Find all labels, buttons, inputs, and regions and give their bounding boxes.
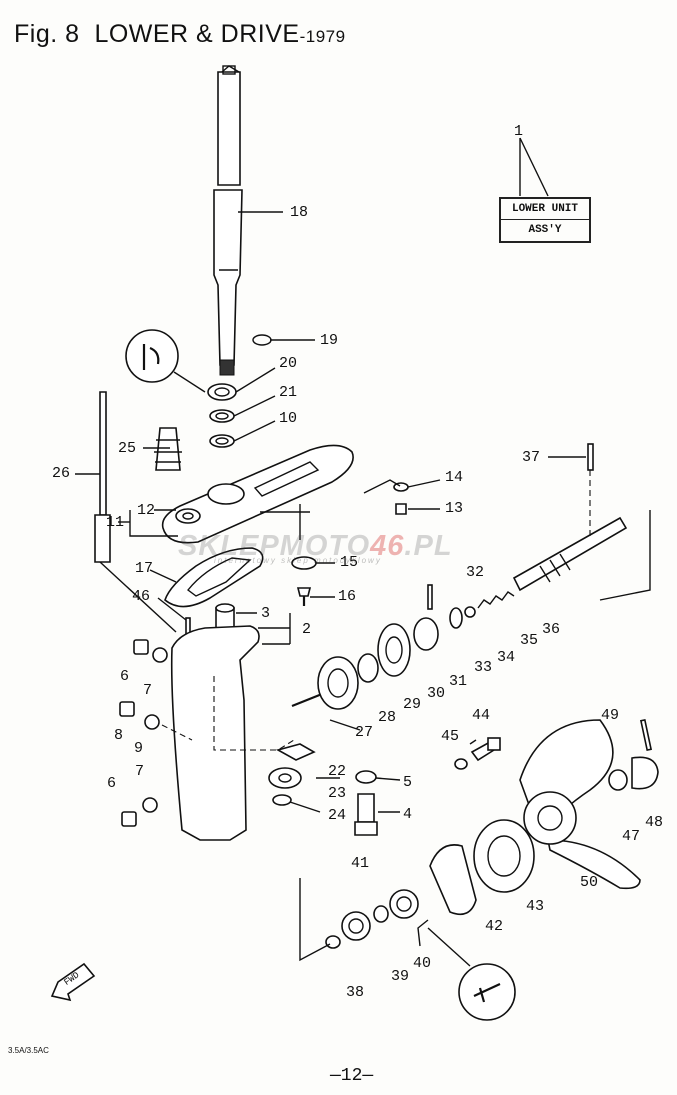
- callout-47: 47: [622, 828, 641, 845]
- callout-41: 41: [351, 855, 370, 872]
- callout-15: 15: [340, 554, 359, 571]
- callout-31: 31: [449, 673, 468, 690]
- callout-7a: 7: [143, 682, 153, 699]
- callout-36: 36: [542, 621, 561, 638]
- page-number: —12—: [330, 1066, 374, 1086]
- assembly-box: LOWER UNIT ASS'Y: [499, 197, 591, 243]
- watermark: SKLEPMOTO46.PL: [178, 530, 453, 563]
- callout-32: 32: [466, 564, 485, 581]
- callout-28: 28: [378, 709, 397, 726]
- assembly-box-line2: ASS'Y: [501, 219, 589, 240]
- callout-26: 26: [52, 465, 71, 482]
- callout-23: 23: [328, 785, 347, 802]
- callout-13: 13: [445, 500, 464, 517]
- callout-29: 29: [403, 696, 422, 713]
- callout-12: 12: [137, 502, 156, 519]
- callout-46: 46: [132, 588, 151, 605]
- callout-39: 39: [391, 968, 410, 985]
- figure-number: Fig. 8: [14, 20, 80, 48]
- callout-24: 24: [328, 807, 347, 824]
- callout-45: 45: [441, 728, 460, 745]
- callout-33: 33: [474, 659, 493, 676]
- callout-42: 42: [485, 918, 504, 935]
- callout-11: 11: [106, 514, 125, 531]
- watermark-part-b: 46: [370, 530, 405, 562]
- callout-40: 40: [413, 955, 432, 972]
- callout-2: 2: [302, 621, 312, 638]
- callout-50: 50: [580, 874, 599, 891]
- figure-heading: LOWER & DRIVE: [94, 20, 300, 48]
- callout-20: 20: [279, 355, 298, 372]
- callout-4: 4: [403, 806, 413, 823]
- callout-30: 30: [427, 685, 446, 702]
- callout-9: 9: [134, 740, 144, 757]
- model-code: 3.5A/3.5AC: [8, 1046, 49, 1055]
- callout-48: 48: [645, 814, 664, 831]
- drive-shaft: [213, 65, 243, 376]
- callout-6b: 6: [107, 775, 117, 792]
- callout-8: 8: [114, 727, 124, 744]
- callout-35: 35: [520, 632, 539, 649]
- callout-5: 5: [403, 774, 413, 791]
- callout-25: 25: [118, 440, 137, 457]
- callout-7b: 7: [135, 763, 145, 780]
- callout-37: 37: [522, 449, 541, 466]
- callout-34: 34: [497, 649, 516, 666]
- watermark-part-c: .PL: [404, 530, 453, 562]
- callout-22: 22: [328, 763, 347, 780]
- callout-14: 14: [445, 469, 464, 486]
- callout-44: 44: [472, 707, 491, 724]
- callout-1: 1: [514, 123, 524, 140]
- fwd-arrow-icon: [50, 962, 96, 1002]
- callout-49: 49: [601, 707, 620, 724]
- callout-18: 18: [290, 204, 309, 221]
- callout-38: 38: [346, 984, 365, 1001]
- callout-43: 43: [526, 898, 545, 915]
- callout-16: 16: [338, 588, 357, 605]
- callout-17: 17: [135, 560, 154, 577]
- callout-27: 27: [355, 724, 374, 741]
- callout-19: 19: [320, 332, 339, 349]
- figure-year: -1979: [299, 27, 346, 46]
- watermark-part-a: SKLEPMOTO: [178, 530, 371, 562]
- callout-21: 21: [279, 384, 298, 401]
- callout-6a: 6: [120, 668, 130, 685]
- callout-10: 10: [279, 410, 298, 427]
- assembly-box-line1: LOWER UNIT: [511, 203, 578, 215]
- figure-title: Fig. 8 LOWER & DRIVE-1979: [14, 20, 346, 49]
- watermark-subtitle: internetowy sklep motocyklowy: [214, 556, 382, 565]
- callout-3: 3: [261, 605, 271, 622]
